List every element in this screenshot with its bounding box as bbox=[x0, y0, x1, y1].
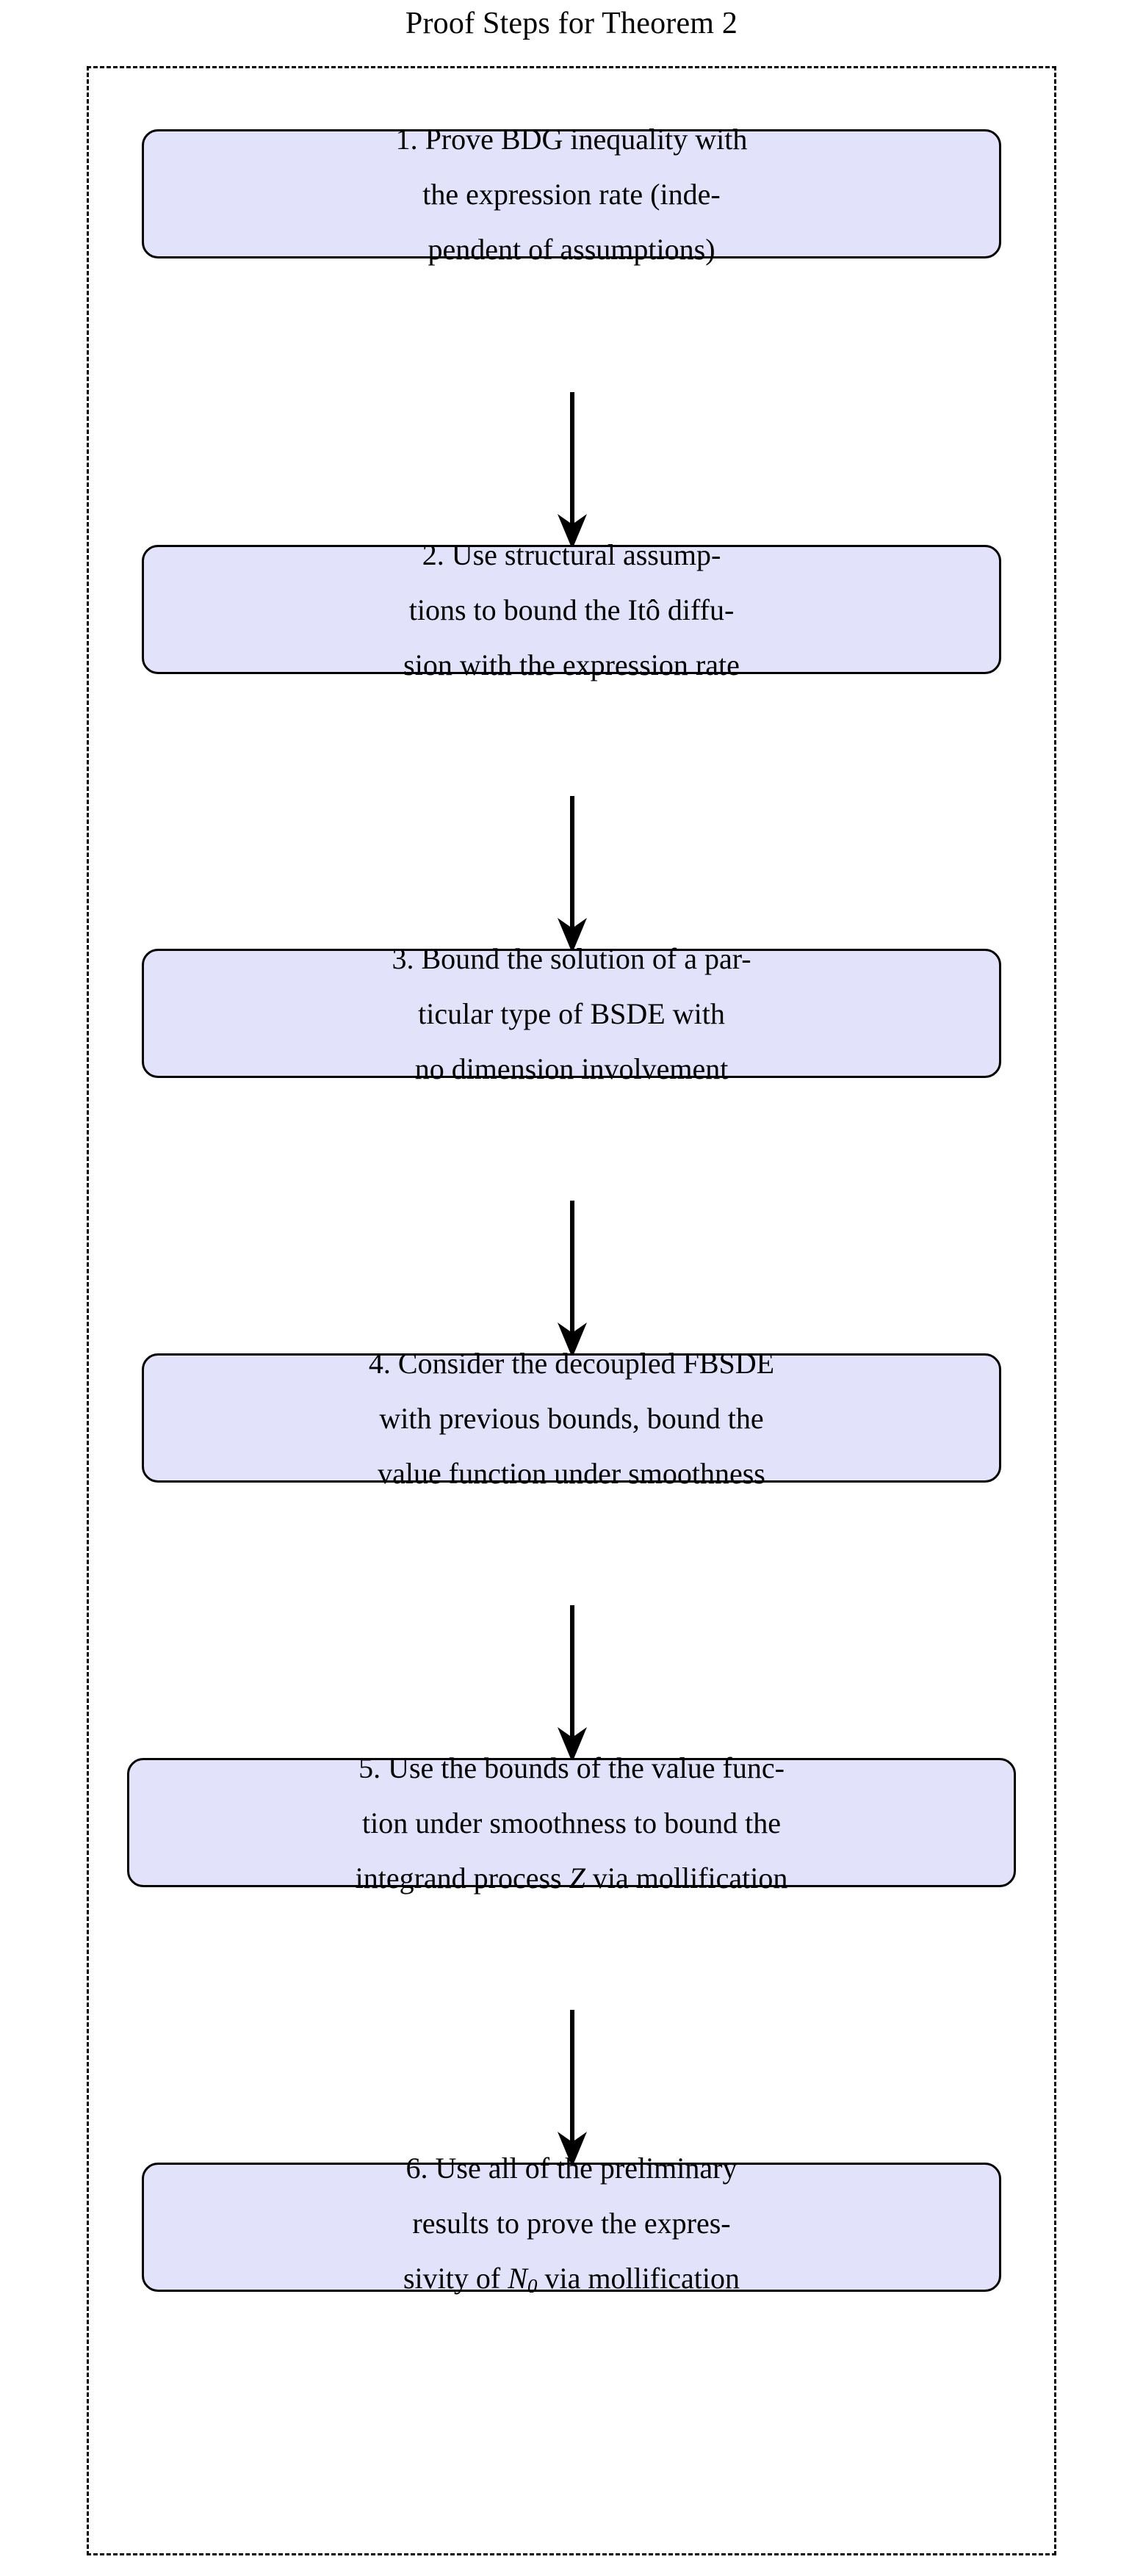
step-6-line-2: results to prove the expres- bbox=[412, 2207, 731, 2240]
step-3-line-3: no dimension involvement bbox=[414, 1052, 729, 1085]
step-2-line-2: tions to bound the Itô diffu- bbox=[408, 593, 735, 626]
step-1-line-2: the expression rate (inde- bbox=[422, 177, 721, 211]
step-box-2[interactable]: 2. Use structural assump- tions to bound… bbox=[142, 538, 1001, 681]
step-2-line-3: sion with the expression rate bbox=[403, 648, 740, 681]
step-box-6[interactable]: 6. Use all of the preliminary results to… bbox=[142, 2152, 1001, 2297]
step-6-line-3: sivity of N0 via mollification bbox=[403, 2251, 740, 2314]
step-box-1[interactable]: 1. Prove BDG inequality with the express… bbox=[142, 123, 1001, 266]
step-5-line-3-prefix: integrand process bbox=[355, 1861, 569, 1895]
step-box-3[interactable]: 3. Bound the solution of a par- ticular … bbox=[142, 942, 1001, 1085]
symbol-N0-subscript: 0 bbox=[527, 2274, 538, 2297]
step-4-line-1: 4. Consider the decoupled FBSDE bbox=[368, 1346, 775, 1380]
step-6-line-3-suffix: via mollification bbox=[537, 2262, 740, 2295]
step-5-line-1: 5. Use the bounds of the value func- bbox=[358, 1751, 785, 1784]
step-3-line-1: 3. Bound the solution of a par- bbox=[392, 941, 751, 975]
symbol-N0: N0 bbox=[508, 2262, 538, 2297]
arrow-step2-to-step3 bbox=[547, 796, 598, 955]
step-6-line-3-prefix: sivity of bbox=[403, 2262, 508, 2295]
symbol-N0-base: N bbox=[508, 2262, 527, 2295]
page-title: Proof Steps for Theorem 2 bbox=[405, 7, 738, 40]
step-3-line-2: ticular type of BSDE with bbox=[418, 996, 725, 1030]
arrow-step1-to-step2 bbox=[547, 392, 598, 551]
step-box-4[interactable]: 4. Consider the decoupled FBSDE with pre… bbox=[142, 1347, 1001, 1490]
step-4-line-2: with previous bounds, bound the bbox=[379, 1401, 764, 1435]
step-5-line-3: integrand process Z via mollification bbox=[356, 1850, 788, 1906]
step-6-line-1: 6. Use all of the preliminary bbox=[405, 2152, 738, 2185]
step-5-line-2: tion under smoothness to bound the bbox=[362, 1806, 781, 1839]
proof-steps-group-container bbox=[87, 66, 1056, 2555]
arrow-step4-to-step5 bbox=[547, 1605, 598, 1764]
arrow-step3-to-step4 bbox=[547, 1201, 598, 1359]
step-1-line-1: 1. Prove BDG inequality with bbox=[395, 122, 748, 156]
step-2-line-1: 2. Use structural assump- bbox=[422, 538, 721, 571]
step-1-line-3: pendent of assumptions) bbox=[428, 232, 715, 266]
step-box-5[interactable]: 5. Use the bounds of the value func- tio… bbox=[127, 1751, 1016, 1895]
symbol-Z: Z bbox=[569, 1861, 585, 1895]
step-4-line-3: value function under smoothness bbox=[378, 1456, 765, 1490]
arrow-step5-to-step6 bbox=[547, 2010, 598, 2168]
step-5-line-3-suffix: via mollification bbox=[585, 1861, 788, 1895]
